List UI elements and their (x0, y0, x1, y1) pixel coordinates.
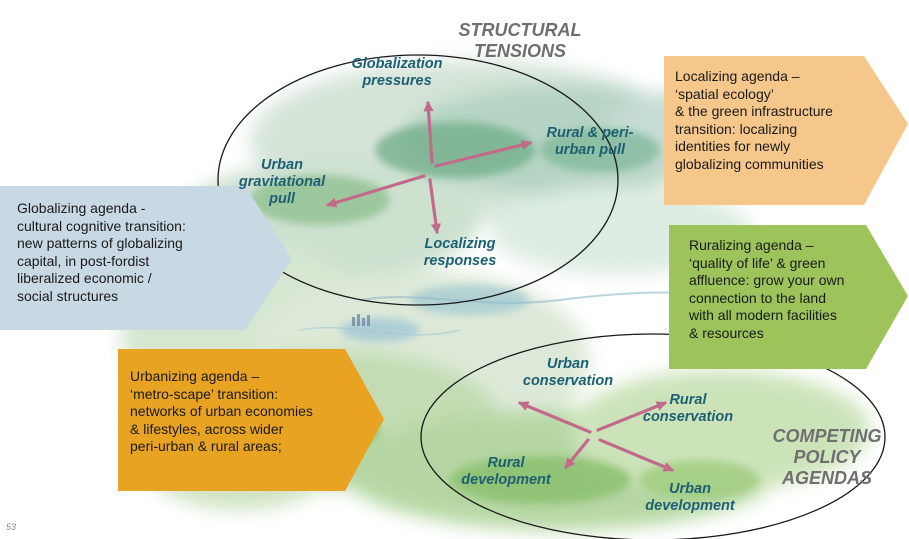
label-urban-development: Urban development (645, 481, 735, 514)
ruralizing-agenda-box (669, 225, 908, 369)
arrow-to-urban-conservation (518, 401, 592, 434)
label-rural-conservation: Rural conservation (642, 392, 734, 425)
structural-tensions-ellipse (217, 54, 619, 306)
arrow-to-rural-development (564, 438, 590, 469)
urbanizing-agenda-box (118, 349, 384, 491)
competing-policy-agendas-title: COMPETING POLICY AGENDAS (772, 426, 882, 488)
arrow-to-globalization (423, 100, 434, 164)
arrow-to-urban-development (598, 438, 674, 472)
structural-tensions-title: STRUCTURAL TENSIONS (458, 20, 582, 61)
label-urban-gravitational-pull: Urban gravitational pull (238, 157, 326, 207)
label-rural-peri-urban-pull: Rural & peri- urban pull (546, 125, 634, 158)
urbanizing-agenda-text: Urbanizing agenda – ‘metro-scape’ transi… (130, 368, 313, 454)
policy-arrows (518, 401, 674, 472)
label-localizing-responses: Localizing responses (423, 236, 497, 269)
page-number: 53 (6, 522, 17, 532)
arrow-to-rural-conservation (596, 401, 667, 432)
tension-arrows (326, 100, 532, 235)
arrow-to-localizing (428, 178, 441, 235)
globalizing-agenda-box (0, 186, 292, 330)
label-rural-development: Rural development (461, 455, 551, 488)
label-globalization-pressures: Globalization pressures (351, 56, 443, 89)
arrow-to-rural-pull (434, 139, 532, 168)
ruralizing-agenda-text: Ruralizing agenda – ‘quality of life’ & … (689, 237, 845, 341)
localizing-agenda-text: Localizing agenda – ‘spatial ecology’ & … (675, 68, 833, 172)
localizing-agenda-box (664, 56, 908, 205)
label-urban-conservation: Urban conservation (522, 356, 614, 389)
competing-policy-ellipse (420, 333, 886, 539)
arrow-to-urban-pull (326, 174, 426, 208)
globalizing-agenda-text: Globalizing agenda - cultural cognitive … (17, 200, 186, 304)
